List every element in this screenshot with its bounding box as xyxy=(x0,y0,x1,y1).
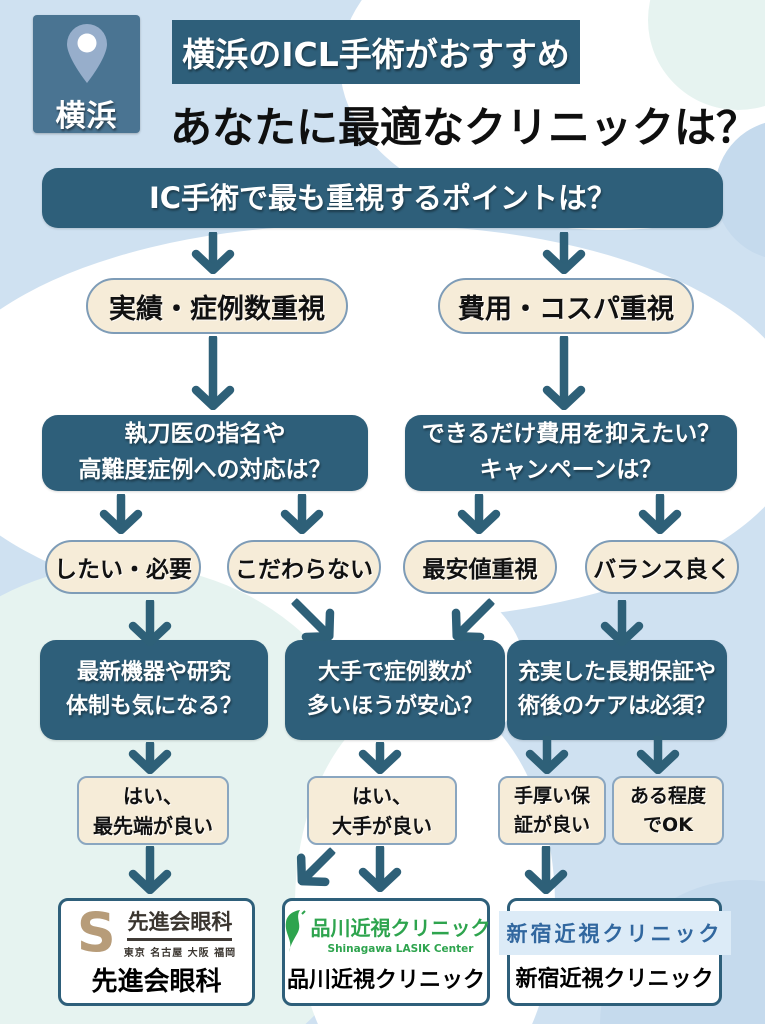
senshinkai-logo: S 先進会眼科 東京 名古屋 大阪 福岡 xyxy=(76,900,237,964)
branch-results-pill: 実績・症例数重視 xyxy=(86,278,348,334)
shinagawa-leaf-icon xyxy=(282,910,306,956)
location-badge: 横浜 xyxy=(33,15,140,134)
arrow-down-icon xyxy=(358,846,402,892)
arrow-down-icon xyxy=(600,600,644,646)
root-question-box: IC手術で最も重視するポイントは？ xyxy=(42,168,723,228)
arrow-down-icon xyxy=(191,336,235,410)
question-equipment-box: 最新機器や研究 体制も気になる？ xyxy=(40,640,268,740)
arrow-down-icon xyxy=(636,736,680,774)
arrow-down-icon xyxy=(542,232,586,274)
answer-cheapest-pill: 最安値重視 xyxy=(403,540,557,594)
arrow-down-icon xyxy=(191,232,235,274)
choice-cutting-edge-box: はい、 最先端が良い xyxy=(77,776,229,845)
question-cost-box: できるだけ費用を抑えたい？ キャンペーンは？ xyxy=(405,415,737,491)
shinagawa-logo-subtext: Shinagawa LASIK Center xyxy=(327,942,474,955)
page-title: あなたに最適なクリニックは？ xyxy=(170,103,759,152)
arrow-down-icon xyxy=(638,494,682,534)
shinjuku-logo: 新宿近視クリニック xyxy=(498,911,731,955)
clinic-name: 先進会眼科 xyxy=(91,966,222,997)
location-badge-label: 横浜 xyxy=(55,99,118,134)
clinic-name: 新宿近視クリニック xyxy=(515,967,714,992)
arrow-down-icon xyxy=(128,600,172,646)
arrow-down-icon xyxy=(524,846,568,894)
senshinkai-s-icon: S xyxy=(76,900,116,964)
arrow-down-icon xyxy=(128,846,172,894)
arrow-down-icon xyxy=(128,742,172,774)
arrow-down-icon xyxy=(525,736,569,774)
arrow-down-icon xyxy=(457,494,501,534)
clinic-name: 品川近視クリニック xyxy=(287,967,486,993)
arrow-down-icon xyxy=(358,742,402,774)
question-major-box: 大手で症例数が 多いほうが安心？ xyxy=(285,640,505,740)
clinic-card-senshinkai: S 先進会眼科 東京 名古屋 大阪 福岡 先進会眼科 xyxy=(58,898,255,1006)
choice-ok-box: ある程度 でOK xyxy=(612,776,724,845)
clinic-card-shinjuku: 新宿近視クリニック 新宿近視クリニック xyxy=(498,898,731,1006)
clinic-card-shinagawa: 品川近視クリニック Shinagawa LASIK Center 品川近視クリニ… xyxy=(282,898,491,1006)
question-surgeon-box: 執刀医の指名や 高難度症例への対応は？ xyxy=(42,415,368,491)
arrow-down-right-icon xyxy=(291,598,335,642)
shinagawa-logo: 品川近視クリニック Shinagawa LASIK Center xyxy=(282,910,491,956)
arrow-down-icon xyxy=(280,494,324,534)
arrow-down-icon xyxy=(542,336,586,410)
answer-balance-pill: バランス良く xyxy=(585,540,739,594)
choice-major-box: はい、 大手が良い xyxy=(307,776,457,845)
location-pin-icon xyxy=(61,23,113,89)
arrow-down-icon xyxy=(99,494,143,534)
senshinkai-logo-text: 先進会眼科 xyxy=(127,906,233,942)
branch-cost-pill: 費用・コスパ重視 xyxy=(438,278,694,334)
header-banner: 横浜のICL手術がおすすめ xyxy=(172,20,580,84)
answer-want-pill: したい・必要 xyxy=(45,540,201,594)
senshinkai-logo-cities: 東京 名古屋 大阪 福岡 xyxy=(123,948,237,960)
arrow-down-left-icon xyxy=(451,598,495,642)
shinagawa-logo-text: 品川近視クリニック xyxy=(310,915,491,940)
question-warranty-box: 充実した長期保証や 術後のケアは必須？ xyxy=(507,640,727,740)
arrow-down-left-icon xyxy=(296,847,336,887)
choice-warranty-box: 手厚い保 証が良い xyxy=(498,776,606,845)
answer-nopref-pill: こだわらない xyxy=(227,540,381,594)
